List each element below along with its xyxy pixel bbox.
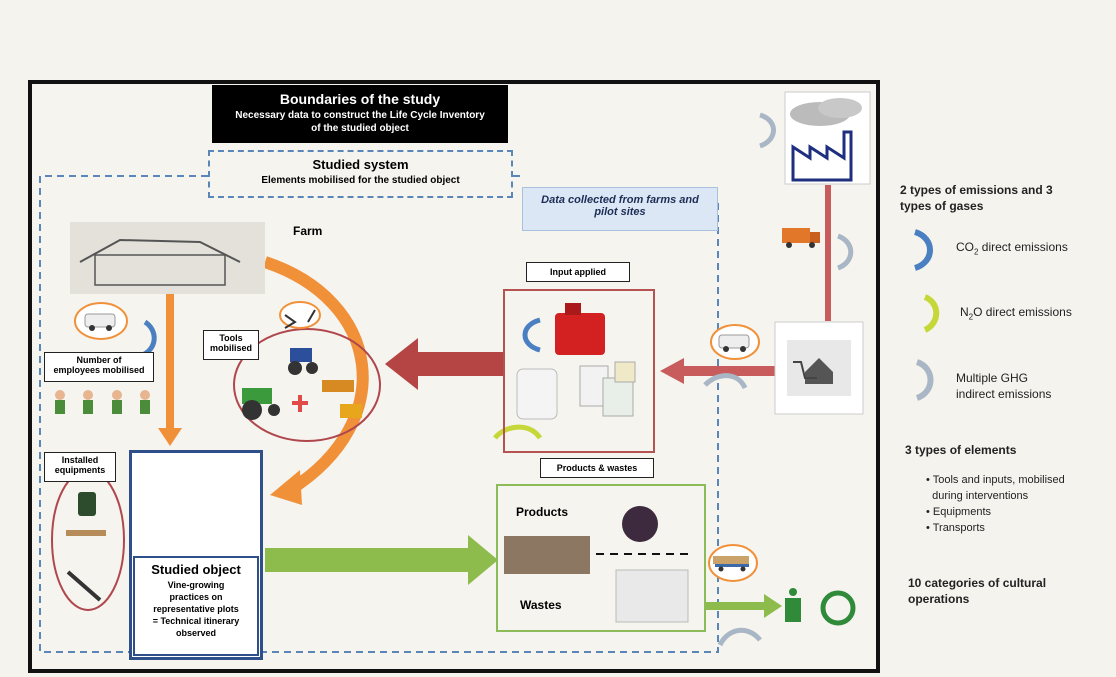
blue-tractor-icon xyxy=(288,348,318,375)
input-applied-label: Input applied xyxy=(526,262,630,282)
vine-prunings-image xyxy=(504,536,590,574)
tools-ellipse xyxy=(233,328,381,442)
studied-system-title: Studied system xyxy=(312,157,409,172)
farm-label: Farm xyxy=(293,224,323,238)
equipment-icons xyxy=(66,492,106,602)
orange-truck-icon xyxy=(782,228,820,248)
implement-icon xyxy=(322,380,362,418)
orange-curve-arrow xyxy=(263,256,369,496)
co2-legend-text: CO2 direct emissions xyxy=(956,240,1068,257)
red-vertical-factory-shop xyxy=(825,185,831,321)
green-arrow-wastes xyxy=(706,602,766,610)
studied-system-box: Studied system Elements mobilised for th… xyxy=(208,150,513,198)
orange-vertical-arrow xyxy=(166,280,174,430)
green-arrow-object-products xyxy=(265,548,470,572)
ghg-curl-arrow xyxy=(758,112,776,149)
legend-ghg-arrow xyxy=(915,359,934,401)
pesticide-boxes-icon xyxy=(579,361,636,417)
fertilizer-bag-icon xyxy=(516,368,558,420)
products-wastes-label: Products & wastes xyxy=(540,458,654,478)
farm-illustration xyxy=(70,222,265,294)
boundaries-box: Boundaries of the study Necessary data t… xyxy=(212,85,508,143)
factory-icon xyxy=(784,91,871,185)
n2o-curl-arrow xyxy=(493,424,543,440)
n2o-legend-text: N2O direct emissions xyxy=(960,305,1072,322)
elements-list: • Tools and inputs, mobilised during int… xyxy=(926,474,1065,534)
van-icon xyxy=(84,313,116,331)
products-wastes-box xyxy=(496,484,706,632)
tractor-icon xyxy=(242,388,280,420)
recycle-icon xyxy=(820,590,856,626)
boundaries-title: Boundaries of the study xyxy=(279,91,441,107)
shop-icon xyxy=(774,321,864,415)
wastes-label: Wastes xyxy=(520,598,562,612)
secateurs-icon xyxy=(284,309,316,329)
input-applied-box xyxy=(503,289,655,453)
ghg-curl-arrow xyxy=(836,233,854,271)
truck-icon xyxy=(713,556,749,572)
studied-system-subtitle: Elements mobilised for the studied objec… xyxy=(261,175,460,186)
legend-n2o-arrow xyxy=(923,294,940,333)
co2-curl-arrow xyxy=(138,319,157,359)
elements-heading: 3 types of elements xyxy=(905,443,1017,457)
ghg-curl-arrow xyxy=(703,373,748,390)
grapes-icon xyxy=(622,506,658,542)
legend-co2-arrow xyxy=(913,229,933,271)
products-label: Products xyxy=(516,505,569,519)
studied-system-boundary xyxy=(39,175,719,653)
red-arrow-input-tools xyxy=(415,352,503,376)
fuel-can-icon xyxy=(555,303,605,355)
van-icon xyxy=(718,334,750,352)
ghg-curl-arrow xyxy=(717,628,762,647)
co2-curl-arrow xyxy=(522,317,541,353)
trash-bin-icon xyxy=(785,588,801,622)
employees-icon xyxy=(55,390,150,414)
waste-bags-image xyxy=(615,569,689,623)
boundaries-subtitle: Necessary data to construct the Life Cyc… xyxy=(235,110,485,134)
red-arrow-shop-input xyxy=(680,366,775,376)
plus-icon xyxy=(292,395,308,412)
tools-circle xyxy=(279,301,321,329)
